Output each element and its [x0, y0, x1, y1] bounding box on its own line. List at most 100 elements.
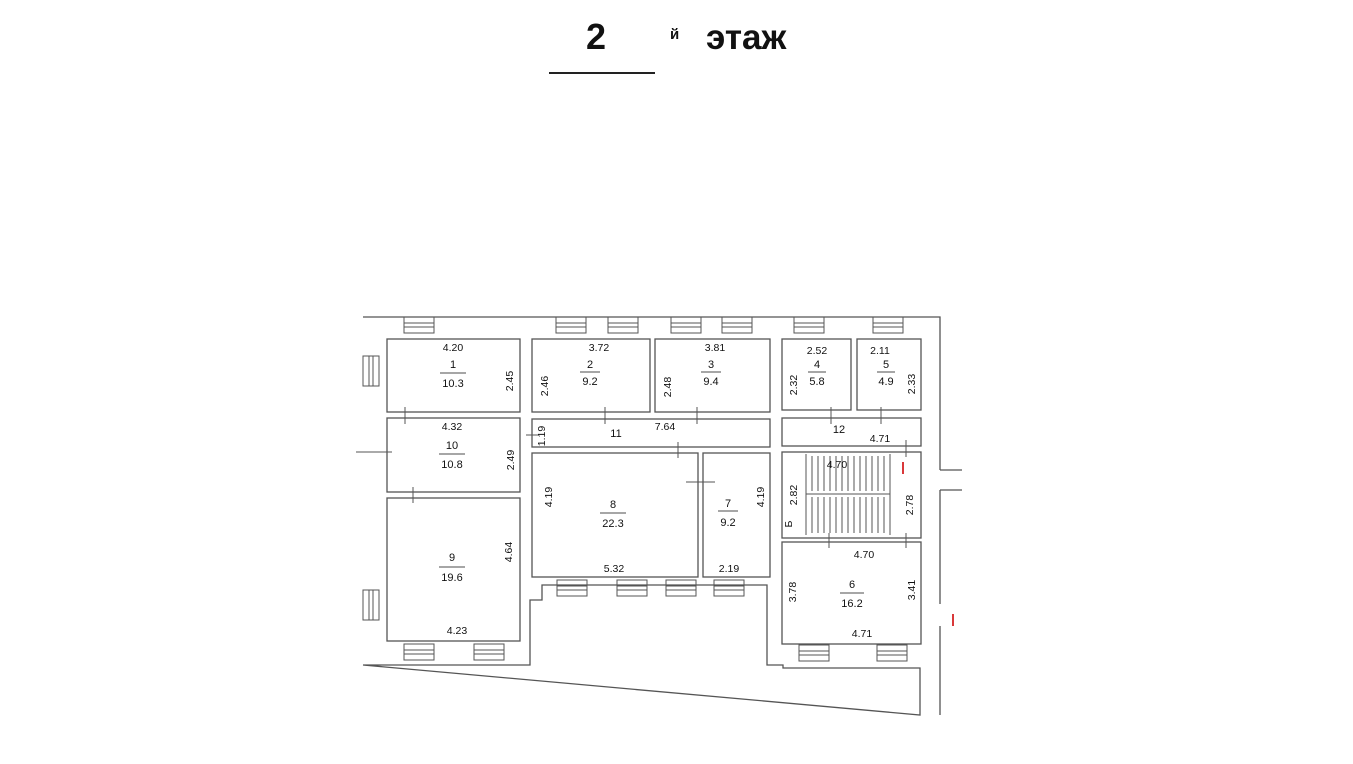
walls: [362, 316, 962, 716]
window-frame: [403, 316, 435, 334]
dim-r10-height: 2.49: [505, 450, 517, 471]
floor-number: 2: [586, 16, 607, 57]
room-10-outline: [386, 417, 521, 493]
window-frame: [616, 579, 648, 597]
room-1-outline: [386, 338, 521, 413]
staircase: [805, 454, 891, 535]
dim-stair-height-right: 2.78: [904, 495, 916, 516]
room-9-area: 19.6: [441, 572, 462, 584]
dim-r1-width: 4.20: [443, 342, 464, 354]
dim-r8-height: 4.19: [543, 487, 555, 508]
window-frame: [362, 355, 380, 387]
dim-r9-height: 4.64: [503, 542, 515, 563]
room-10-area: 10.8: [441, 459, 462, 471]
window-frame: [670, 316, 702, 334]
room-4-number: 4: [814, 359, 820, 371]
room-5-number: 5: [883, 359, 889, 371]
room-10-number: 10: [446, 440, 458, 452]
window-frame: [607, 316, 639, 334]
window-marker: [403, 643, 435, 661]
room-8-area: 22.3: [602, 518, 623, 530]
room-9-number: 9: [449, 552, 455, 564]
room-5-outline: [856, 338, 922, 411]
floor-number-suffix: й: [670, 26, 680, 43]
window-marker: [713, 579, 745, 597]
room-2-area: 9.2: [582, 376, 597, 388]
window-frame: [362, 589, 380, 621]
dim-r6-width-top: 4.70: [854, 549, 875, 561]
window-frame: [872, 316, 904, 334]
room-2-outline: [531, 338, 651, 413]
window-marker: [665, 579, 697, 597]
dim-r6-width-bottom: 4.71: [852, 628, 873, 640]
room-12-number: 12: [833, 424, 845, 436]
outer-wall: [362, 316, 941, 716]
dim-r3-width: 3.81: [705, 342, 726, 354]
window-frame: [556, 579, 588, 597]
window-marker: [616, 579, 648, 597]
title-underline: [549, 72, 655, 74]
area-fraction-lines: [439, 371, 895, 594]
windows: [362, 316, 908, 662]
room-4-outline: [781, 338, 852, 411]
room-4-area: 5.8: [809, 376, 824, 388]
window-frame: [793, 316, 825, 334]
room-9-outline: [386, 497, 521, 642]
dim-r11-height: 1.19: [536, 426, 548, 447]
red-markers: [902, 462, 954, 626]
dim-r6-height-left: 3.78: [787, 582, 799, 603]
room-1-number: 1: [450, 359, 456, 371]
room-3-outline: [654, 338, 771, 413]
vertical-dimension-labels: 2.45 2.46 2.48 2.32 2.33 1.19 2.49 4.19 …: [503, 371, 918, 603]
window-marker: [670, 316, 702, 334]
room-11-outline: [531, 418, 771, 448]
window-marker: [793, 316, 825, 334]
room-11-number: 11: [610, 428, 621, 440]
window-marker: [403, 316, 435, 334]
dim-r12-width: 4.71: [870, 433, 891, 445]
stair-mark: Б: [783, 520, 795, 527]
window-frame: [473, 643, 505, 661]
dim-r5-width: 2.11: [870, 345, 890, 357]
window-marker: [362, 589, 380, 621]
dim-r1-height: 2.45: [504, 371, 516, 392]
room-8-outline: [531, 452, 699, 578]
window-marker: [872, 316, 904, 334]
window-frame: [721, 316, 753, 334]
dimension-labels: 4.20 3.72 3.81 2.52 2.11 4.32 7.64 4.71 …: [442, 342, 891, 640]
room-7-outline: [702, 452, 771, 578]
dim-r10-width: 4.32: [442, 421, 463, 433]
stair-outline: [781, 451, 922, 539]
dim-r3-height: 2.48: [662, 377, 674, 398]
dim-r6-height-right: 3.41: [906, 580, 918, 601]
window-frame: [555, 316, 587, 334]
room-12-outline: [781, 417, 922, 447]
room-7-area: 9.2: [720, 517, 735, 529]
dim-r4-width: 2.52: [807, 345, 828, 357]
window-marker: [362, 355, 380, 387]
window-frame: [665, 579, 697, 597]
window-frame: [876, 644, 908, 662]
dim-stair-width: 4.70: [827, 459, 848, 471]
dim-r2-width: 3.72: [589, 342, 610, 354]
dim-r9-width: 4.23: [447, 625, 468, 637]
room-5-area: 4.9: [878, 376, 893, 388]
window-marker: [473, 643, 505, 661]
dim-r11-width: 7.64: [655, 421, 676, 433]
dim-r4-height: 2.32: [788, 375, 800, 396]
room-3-number: 3: [708, 359, 714, 371]
room-7-number: 7: [725, 498, 731, 510]
dim-r7-width: 2.19: [719, 563, 740, 575]
window-marker: [556, 579, 588, 597]
window-marker: [721, 316, 753, 334]
room-3-area: 9.4: [703, 376, 718, 388]
window-marker: [555, 316, 587, 334]
window-frame: [713, 579, 745, 597]
window-marker: [798, 644, 830, 662]
floor-word: этаж: [706, 18, 787, 57]
dim-r8-width: 5.32: [604, 563, 625, 575]
dim-stair-height-left: 2.82: [788, 485, 800, 506]
window-marker: [607, 316, 639, 334]
dim-r5-height: 2.33: [906, 374, 918, 395]
